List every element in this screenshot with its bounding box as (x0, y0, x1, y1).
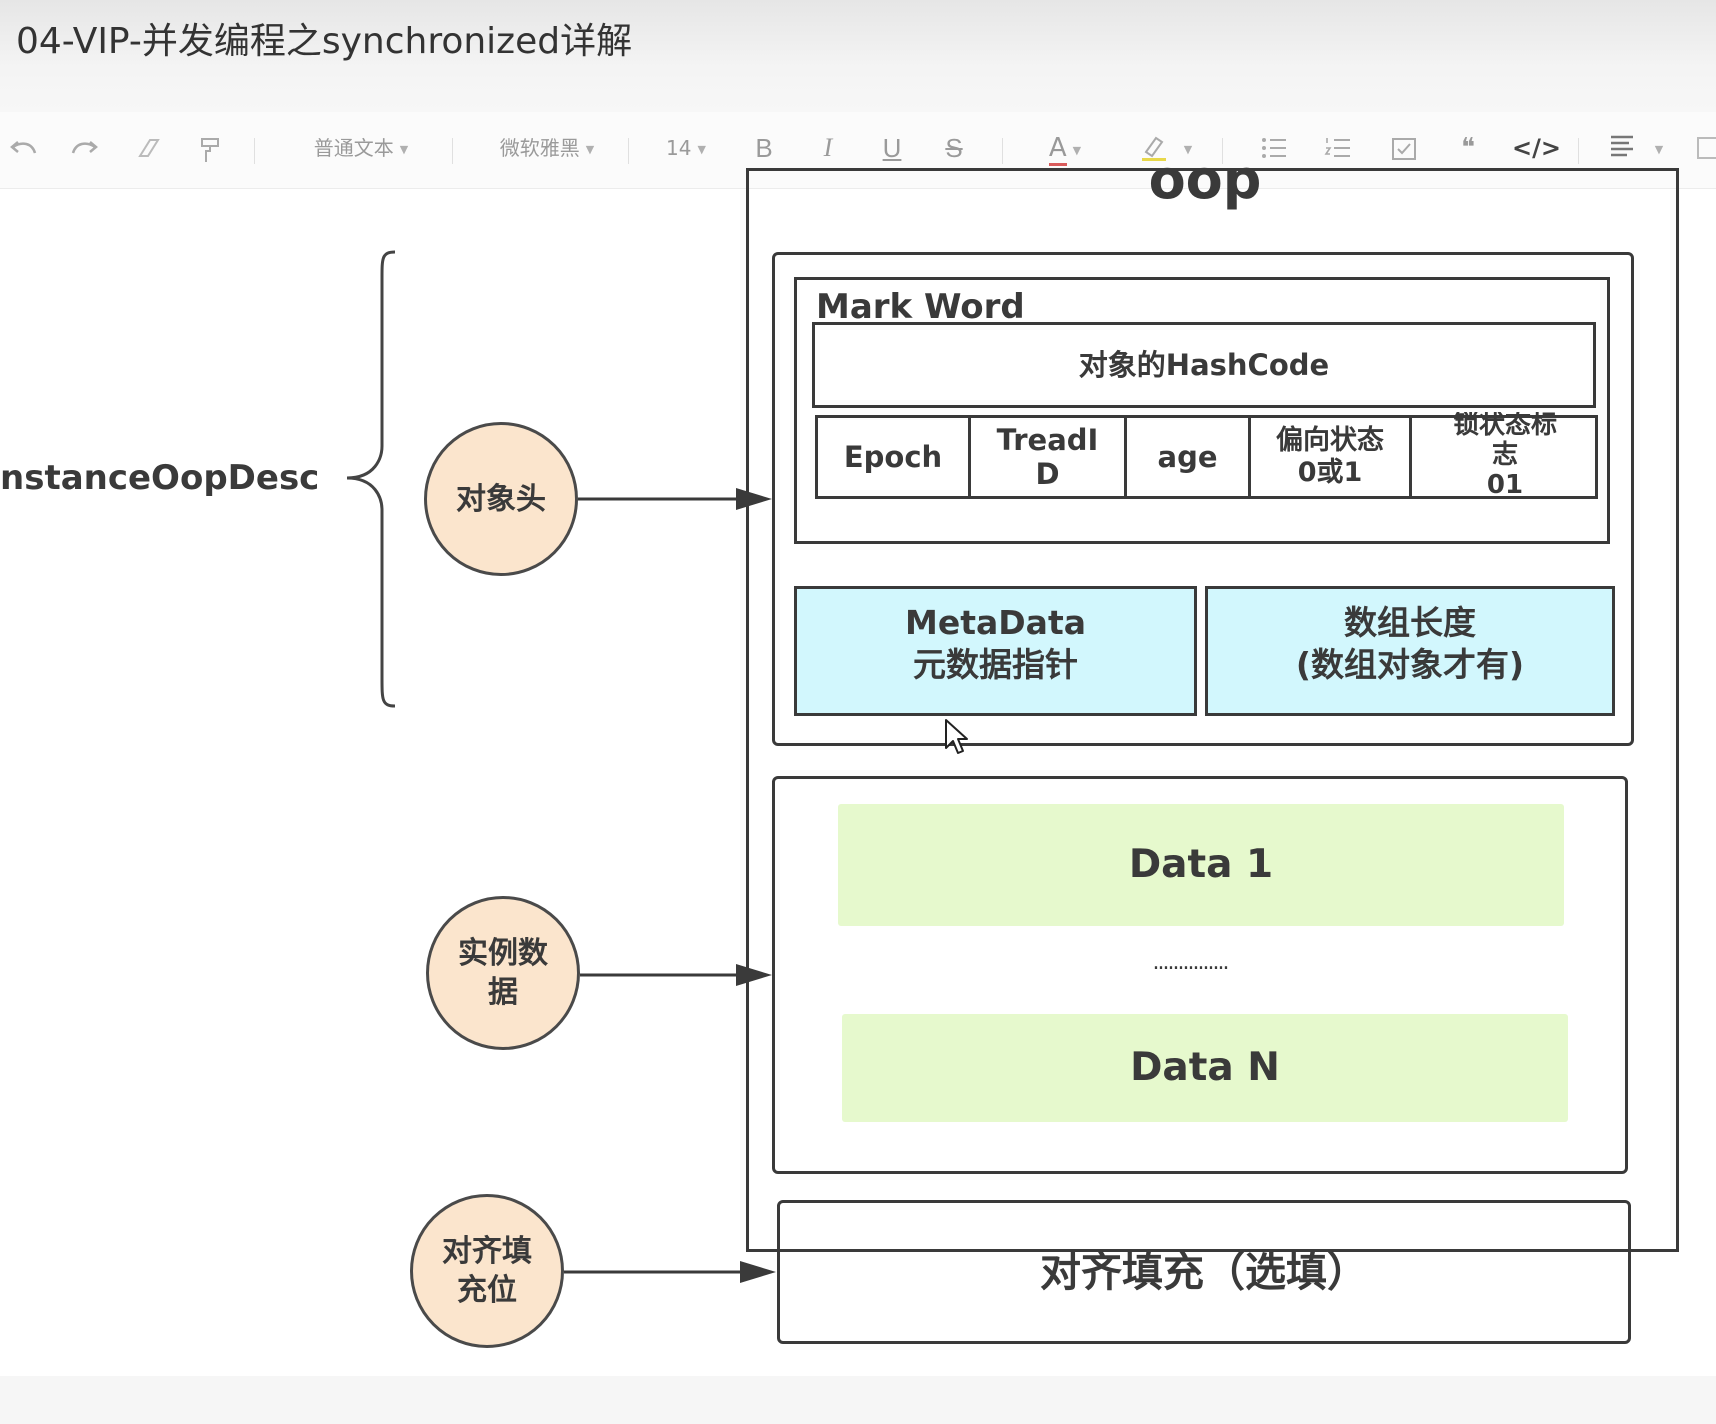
redo-icon[interactable] (64, 128, 104, 168)
lock-flag-cell: 锁状态标 志 01 (1452, 412, 1557, 500)
oop-title: oop (1148, 166, 1262, 212)
data1-label: Data 1 (1128, 841, 1274, 887)
arrowhead (736, 964, 772, 986)
align-button[interactable]: ▼ (1606, 128, 1666, 168)
bold-button[interactable]: B (755, 133, 773, 163)
font-size-label: 14 (666, 136, 692, 160)
diagram-canvas: nstanceOopDesc oop Mark Word 对象的HashCode… (0, 166, 1716, 1424)
biased-state-cell: 偏向状态 0或1 (1276, 425, 1384, 488)
hashcode-box (812, 322, 1596, 408)
chevron-down-icon: ▼ (585, 142, 595, 156)
mark-word-box (794, 277, 1610, 544)
instance-data-box (772, 776, 1628, 1174)
instance-oop-desc-label: nstanceOopDesc (0, 457, 320, 498)
underline-button[interactable]: U (882, 133, 902, 163)
align-left-icon (1610, 135, 1633, 157)
array-length-subtitle: (数组对象才有) (1295, 644, 1525, 684)
font-color-label: A (1048, 133, 1067, 166)
toolbar-separator (254, 138, 255, 164)
metadata-subtitle: 元数据指针 (913, 644, 1078, 684)
padding-bubble: 对齐填 充位 (410, 1194, 564, 1348)
epoch-cell: Epoch (843, 439, 943, 474)
diagram-lines (346, 250, 776, 1283)
quote-button[interactable]: ❝ (1461, 133, 1475, 163)
title-bar: 04-VIP-并发编程之synchronized详解 (0, 0, 1716, 112)
font-size-select[interactable]: 14 ▼ (656, 128, 716, 168)
paint-roller-icon[interactable] (190, 128, 230, 168)
ellipsis-dots: ............... (1152, 950, 1230, 976)
toolbar-separator (1002, 138, 1003, 164)
mouse-cursor-icon (945, 719, 968, 754)
eraser-icon[interactable] (128, 128, 168, 168)
mark-word-label: Mark Word (816, 286, 1025, 327)
array-length-box (1205, 586, 1615, 716)
object-header-bubble: 对象头 (424, 422, 578, 576)
oop-frame (746, 168, 1679, 1252)
chevron-down-icon: ▼ (1072, 143, 1082, 157)
paragraph-style-select[interactable]: 普通文本 ▼ (296, 128, 426, 168)
cell-divider (1409, 415, 1412, 499)
toolbar-separator (628, 138, 629, 164)
bullet-list-icon[interactable] (1256, 128, 1292, 168)
object-header-box (772, 252, 1634, 746)
highlight-button[interactable]: ▼ (1130, 128, 1200, 168)
padding-box (777, 1200, 1631, 1344)
metadata-label: MetaData (905, 602, 1086, 642)
dataN-box (842, 1014, 1568, 1122)
font-family-select[interactable]: 微软雅黑 ▼ (482, 128, 612, 168)
bottom-band (0, 1376, 1716, 1424)
font-family-label: 微软雅黑 (499, 136, 580, 160)
mark-word-cells (815, 415, 1598, 499)
dataN-label: Data N (1130, 1044, 1280, 1090)
chevron-down-icon: ▼ (697, 142, 706, 156)
more-tools-icon[interactable] (1694, 128, 1716, 168)
checkbox-icon[interactable] (1386, 128, 1422, 168)
toolbar-separator (1222, 138, 1223, 164)
document-title: 04-VIP-并发编程之synchronized详解 (16, 21, 633, 62)
arrowhead (740, 1261, 776, 1283)
numbered-list-icon[interactable] (1320, 128, 1356, 168)
toolbar-separator (452, 138, 453, 164)
strikethrough-button[interactable]: S (945, 133, 963, 163)
paragraph-style-label: 普通文本 (313, 136, 394, 160)
cell-divider (1124, 415, 1127, 499)
metadata-box (794, 586, 1197, 716)
instance-data-bubble: 实例数 据 (426, 896, 580, 1050)
code-button[interactable]: </> (1512, 134, 1561, 162)
cell-divider (1248, 415, 1251, 499)
data1-box (838, 804, 1564, 926)
arrowhead (736, 488, 772, 510)
padding-label: 对齐填充（选填） (1040, 1247, 1368, 1296)
italic-button[interactable]: I (823, 133, 833, 162)
age-cell: age (1157, 439, 1218, 474)
curly-brace (346, 250, 396, 708)
cell-divider (968, 415, 971, 499)
toolbar-separator (1578, 138, 1579, 164)
editor-toolbar: 普通文本▼ 微软雅黑▼ 14▼ B I U S A▼ ▼ ❝ </> ▼ (0, 112, 1716, 189)
hashcode-label: 对象的HashCode (1078, 347, 1330, 382)
undo-icon[interactable] (4, 128, 44, 168)
array-length-label: 数组长度 (1344, 602, 1476, 642)
font-color-button[interactable]: A▼ (1030, 128, 1100, 168)
highlighter-icon (1141, 136, 1166, 161)
chevron-down-icon: ▼ (1183, 142, 1193, 156)
thread-id-cell: TreadI D (996, 422, 1099, 491)
chevron-down-icon: ▼ (1654, 142, 1664, 156)
chevron-down-icon: ▼ (399, 142, 409, 156)
